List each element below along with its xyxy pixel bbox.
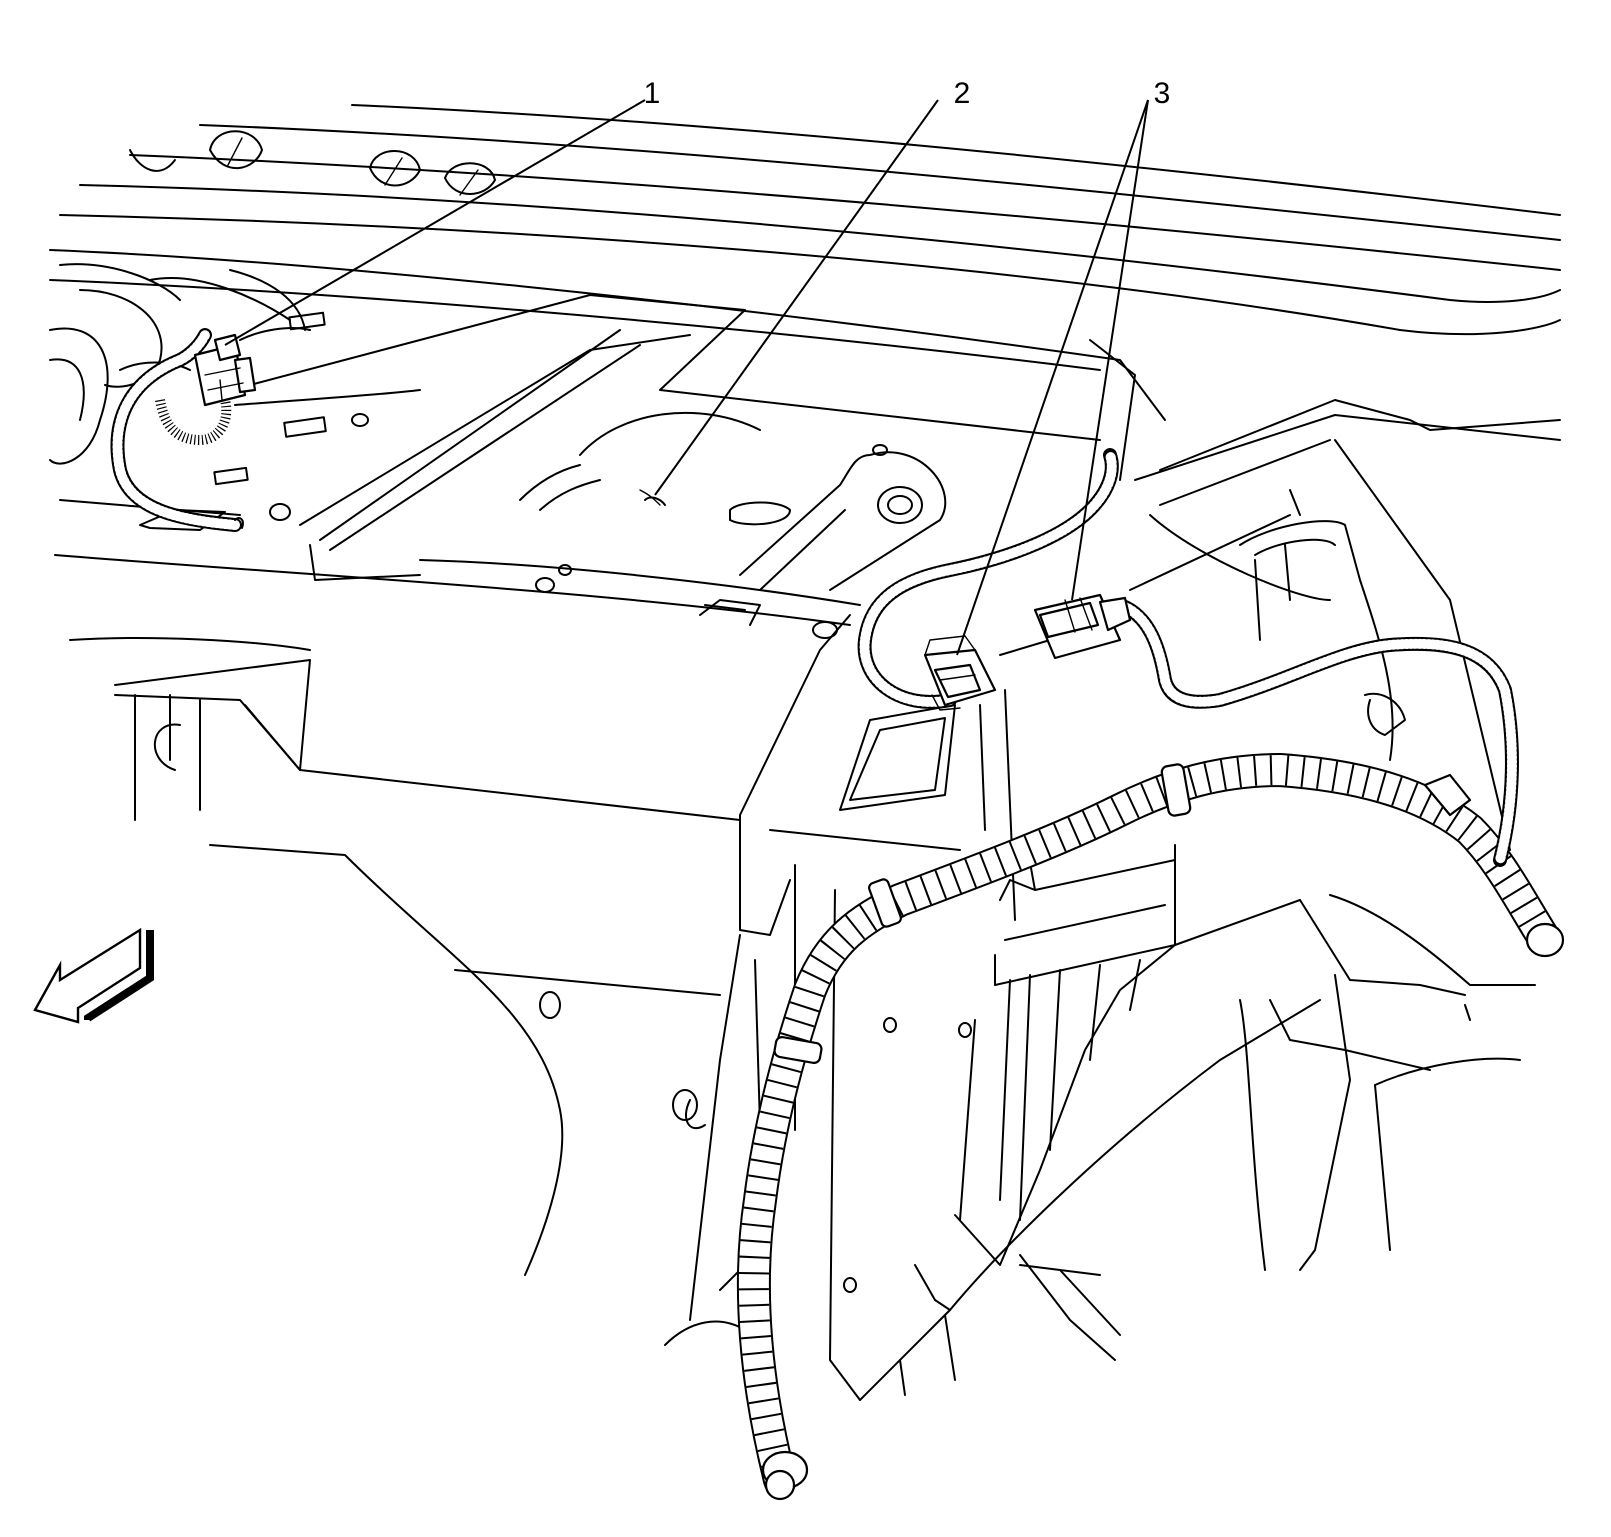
callout-2: 2: [954, 77, 971, 110]
callout-leaders: [224, 99, 1149, 656]
connector-3a[interactable]: [923, 635, 997, 711]
left-speaker-area: [49, 263, 306, 531]
right-harness: [857, 448, 1519, 867]
left-harness: [110, 327, 311, 532]
leader-3a: [956, 99, 1149, 656]
right-quarter-panel: [1134, 399, 1561, 851]
callout-3: 3: [1154, 77, 1171, 110]
top-clips: [209, 130, 496, 196]
right-lower-structure: [664, 614, 1536, 1401]
left-trunk-walls: [69, 637, 961, 1276]
callout-1: 1: [644, 77, 661, 110]
forward-arrow-icon: [33, 927, 154, 1024]
leader-1: [224, 99, 646, 346]
leader-3b: [1071, 99, 1149, 601]
connector-1[interactable]: [193, 333, 257, 407]
connector-3b[interactable]: [1033, 593, 1132, 660]
main-harness-conduit: [736, 753, 1565, 1501]
leader-2: [654, 99, 939, 496]
package-shelf: [49, 249, 1166, 639]
rear-glass-lines: [59, 104, 1561, 336]
